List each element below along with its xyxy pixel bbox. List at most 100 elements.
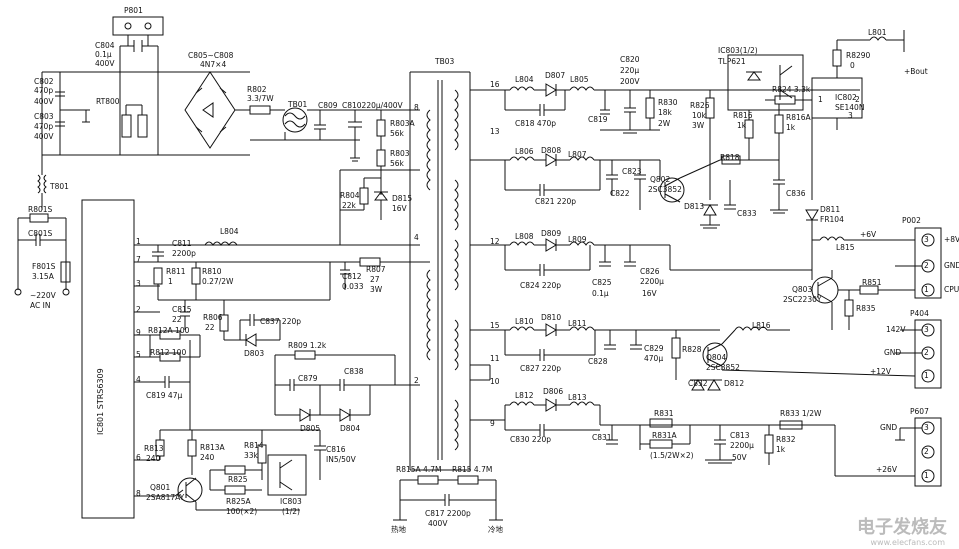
c833-label: C833: [737, 209, 757, 218]
r824-label: R824 3.3k: [772, 85, 811, 94]
r816-value: 1k: [737, 121, 747, 130]
c812-value: 0.033: [342, 282, 364, 291]
r830-rating: 2W: [658, 119, 671, 128]
ic-pin-4: 4: [136, 375, 141, 384]
r830-label: R830: [658, 98, 678, 107]
d815-label: D815: [392, 194, 413, 203]
r812a-label: R812A 100: [148, 326, 190, 335]
q802-value: 2SC3852: [648, 185, 682, 194]
l805-label: L805: [570, 75, 589, 84]
c802-value: 470p: [34, 86, 54, 95]
r810-label: R810: [202, 267, 222, 276]
ic-pin-7: 7: [136, 255, 141, 264]
r826-value: 10k: [692, 111, 706, 120]
c838-label: C838: [344, 367, 364, 376]
r816a-label: R816A: [786, 113, 811, 122]
c828-label: C828: [588, 357, 608, 366]
ic803b-value: (1/2): [282, 507, 300, 516]
f801s-value: 3.15A: [32, 272, 54, 281]
d806-label: D806: [543, 387, 564, 396]
r825-label: R825: [228, 475, 248, 484]
d808-label: D808: [541, 146, 562, 155]
r803-label: R803: [390, 149, 410, 158]
l815-label: L815: [836, 243, 855, 252]
ic-pin-9: 9: [136, 328, 141, 337]
input-section: [14, 16, 420, 296]
r813-label: R813: [144, 444, 164, 453]
p26v-label: +26V: [876, 465, 897, 474]
l812-label: L812: [515, 391, 534, 400]
c811-value: 2200p: [172, 249, 196, 258]
c823-label: C823: [622, 167, 642, 176]
c816-label: C816: [326, 445, 346, 454]
c803-rating: 400V: [34, 132, 54, 141]
r813a-value: 240: [200, 453, 215, 462]
tlp621-label: TLP621: [718, 57, 746, 66]
pin-12: 12: [490, 237, 500, 246]
p002-pin-3: 3: [924, 235, 929, 244]
c829-value: 470μ: [644, 354, 664, 363]
hot-ground: 热地: [391, 525, 406, 534]
r813-value: 240: [146, 454, 161, 463]
r806-value: 22: [205, 323, 215, 332]
ic-pin-8: 8: [136, 489, 141, 498]
ground-symbols: [620, 129, 788, 464]
pin-15: 15: [490, 321, 500, 330]
c821-label: C821 220p: [535, 197, 577, 206]
ic-pin-6: 6: [136, 453, 141, 462]
r813a-label: R813A: [200, 443, 225, 452]
r814-label: R814: [244, 441, 264, 450]
l804-label: L804: [220, 227, 239, 236]
cpu-label: CPU: [944, 285, 959, 294]
r810-value: 0.27/2W: [202, 277, 234, 286]
t801-label: T801: [50, 182, 69, 191]
c802-label: C802: [34, 77, 54, 86]
c804-rating: 400V: [95, 59, 115, 68]
q804-value: 2SC3852: [706, 363, 740, 372]
r802-label: R802: [247, 85, 267, 94]
ic802-pin-3: 3: [848, 111, 853, 120]
c803-label: C803: [34, 112, 54, 121]
d805-label: D805: [300, 424, 321, 433]
bout-label: +Bout: [904, 67, 928, 76]
p607-pin-1: 1: [924, 471, 929, 480]
c826-rating: 16V: [642, 289, 657, 298]
q803-value: 2SC2230Y: [783, 295, 822, 304]
r801s-label: R801S: [28, 205, 53, 214]
d809-label: D809: [541, 229, 562, 238]
c813-value: 2200μ: [730, 441, 754, 450]
l809-label: L809: [568, 235, 587, 244]
ic-pin-3: 3: [136, 279, 141, 288]
p002-label: P002: [902, 216, 921, 225]
c811-label: C811: [172, 239, 192, 248]
c804-value: 0.1μ: [95, 50, 112, 59]
p801-label: P801: [124, 6, 143, 15]
ic802-label: IC802: [835, 93, 857, 102]
c832-label: C832: [688, 379, 708, 388]
ic-pin-5: 5: [136, 350, 141, 359]
ic801-label: IC801 STRS6309: [96, 368, 105, 435]
r807-rating: 3W: [370, 285, 383, 294]
ic801-block: [81, 199, 503, 521]
pin-10: 10: [490, 377, 500, 386]
bridge-label: C805~C808: [188, 51, 234, 60]
bridge-value: 4N7×4: [200, 60, 227, 69]
r806-label: R806: [203, 313, 223, 322]
c809-label: C809: [318, 101, 338, 110]
d813-label: D813: [684, 202, 705, 211]
r826-rating: 3W: [692, 121, 705, 130]
cold-ground: 冷地: [488, 525, 503, 534]
c813-label: C813: [730, 431, 750, 440]
r811-value: 1: [168, 277, 173, 286]
c827-label: C827 220p: [520, 364, 562, 373]
q801-label: Q801: [150, 483, 171, 492]
l807-label: L807: [568, 150, 587, 159]
ic802-pin-1: 1: [818, 95, 823, 104]
r835-label: R835: [856, 304, 876, 313]
d804-label: D804: [340, 424, 361, 433]
ac-voltage: ~220V: [30, 291, 56, 300]
p404-pin-3: 3: [924, 325, 929, 334]
c802-rating: 400V: [34, 97, 54, 106]
